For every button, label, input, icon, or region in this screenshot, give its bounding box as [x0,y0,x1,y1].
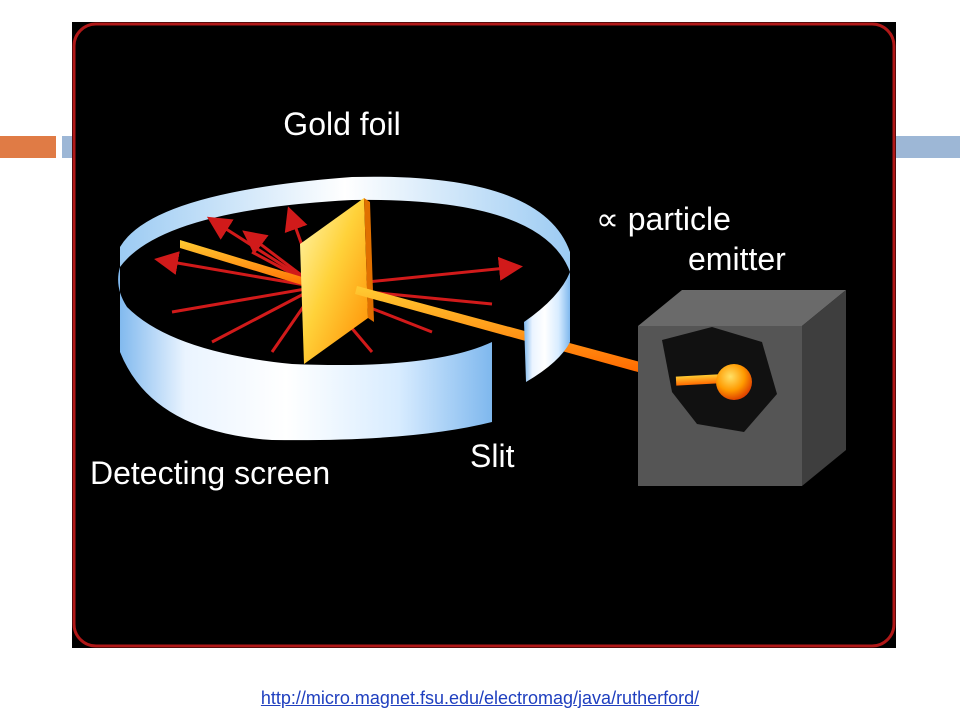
slide-accent-bar-blue-right [892,136,960,158]
label-detecting-screen: Detecting screen [90,455,330,491]
rutherford-experiment-figure: Gold foil ∝ particle emitter Detecting s… [72,22,896,648]
label-emitter: emitter [688,241,786,277]
slide-accent-bar-orange [0,136,56,158]
deflection-line [171,285,318,314]
particle-emitter-box [638,290,846,486]
alpha-beam-behind-foil [180,240,312,288]
detecting-screen-right-segment [524,272,570,382]
deflection-line [211,285,318,344]
alpha-beam [355,286,640,372]
slide-accent-bar-blue-left [62,136,74,158]
detecting-screen-front [118,267,493,441]
frame-border [72,22,896,648]
radioactive-source [716,364,752,400]
detecting-screen-back [120,176,570,272]
label-gold-foil: Gold foil [283,106,400,142]
label-alpha-particle: ∝ particle [596,201,731,237]
label-slit: Slit [470,438,515,474]
rutherford-diagram-svg: Gold foil ∝ particle emitter Detecting s… [72,22,896,648]
deflection-arrow [154,251,318,289]
source-url-link[interactable]: http://micro.magnet.fsu.edu/electromag/j… [260,688,700,708]
gold-foil [300,198,368,364]
